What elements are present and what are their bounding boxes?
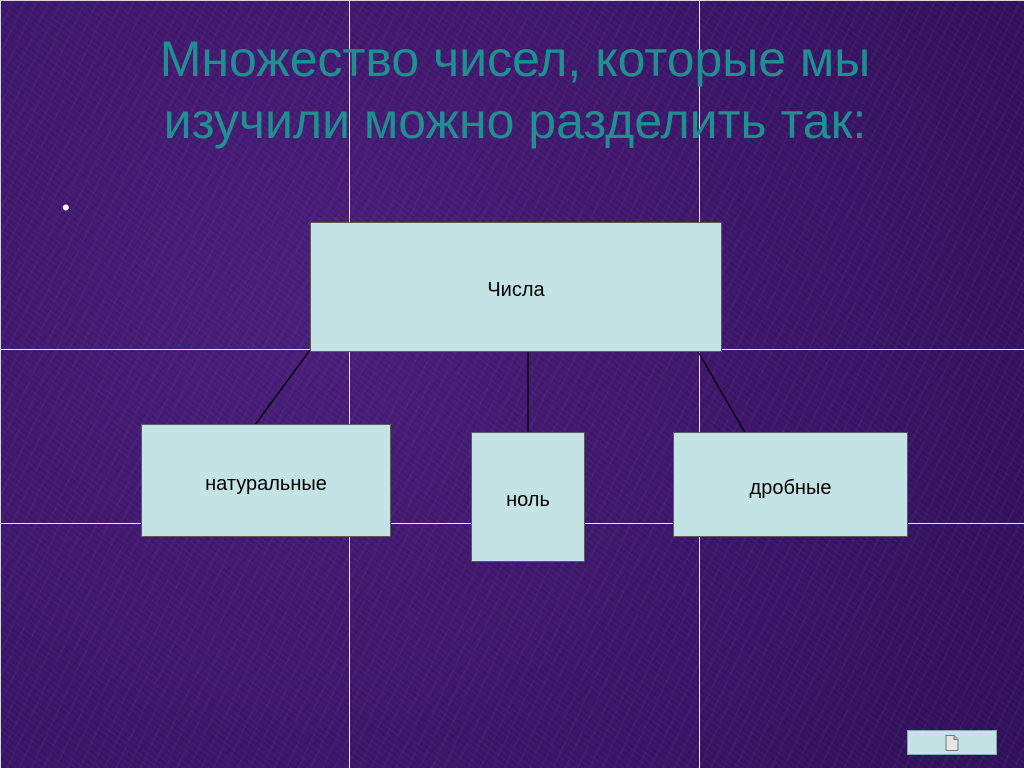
document-nav-button[interactable] bbox=[907, 730, 997, 755]
root-label: Числа bbox=[487, 279, 545, 301]
bullet-point: • bbox=[62, 195, 70, 220]
natural-label: натуральные bbox=[205, 473, 327, 495]
diagram-box-fractions: дробные bbox=[673, 432, 908, 537]
diagram-box-natural: натуральные bbox=[141, 424, 391, 537]
diagram-box-zero: ноль bbox=[471, 432, 585, 562]
grid-line bbox=[349, 0, 350, 768]
bullet-text: . bbox=[100, 200, 106, 220]
document-icon bbox=[945, 735, 959, 751]
zero-label: ноль bbox=[506, 489, 550, 511]
fractions-label: дробные bbox=[749, 477, 832, 499]
grid-line bbox=[0, 0, 1, 768]
diagram-root-box: Числа bbox=[310, 222, 722, 352]
slide-title: Множество чисел, которые мы изучили можн… bbox=[159, 31, 871, 149]
grid-line bbox=[0, 0, 1024, 1]
